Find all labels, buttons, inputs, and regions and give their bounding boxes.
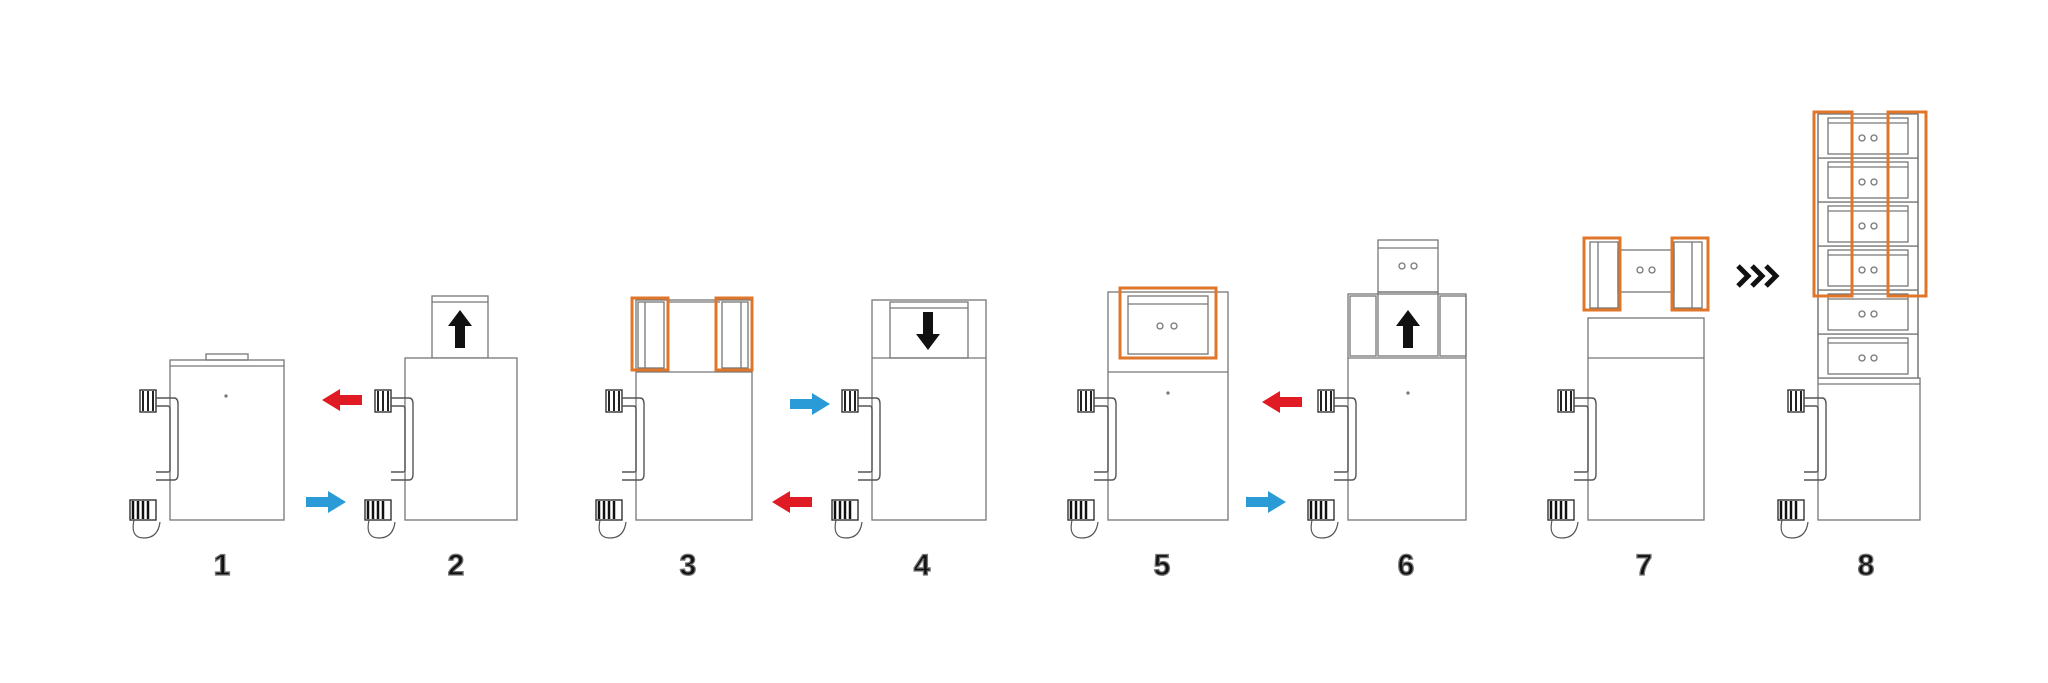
highlight-frame-left [630, 296, 670, 372]
step-5-cylinder [1066, 291, 1229, 540]
step-number-5: 5 [1154, 549, 1171, 582]
blue-right-arrow-icon [306, 491, 346, 513]
highlight-frame-right [714, 296, 754, 372]
step-6-cylinder [1306, 239, 1467, 540]
step-number-2: 2 [448, 549, 465, 582]
step-number-7: 7 [1636, 549, 1653, 582]
up-arrow-icon [1396, 310, 1420, 348]
step-1-cylinder [128, 353, 285, 540]
highlight-frame-right [1670, 236, 1710, 312]
step-number-4: 4 [914, 549, 931, 582]
red-left-arrow-icon [772, 491, 812, 513]
up-arrow-icon [448, 310, 472, 348]
highlight-frame-saddle [1118, 286, 1218, 360]
step-number-3: 3 [680, 549, 697, 582]
step-number-6: 6 [1398, 549, 1415, 582]
step-number-8: 8 [1858, 549, 1875, 582]
triple-chevron-right-icon [1736, 264, 1780, 288]
highlight-frame-left [1812, 110, 1854, 298]
step-7-cylinder [1546, 241, 1705, 540]
red-left-arrow-icon [322, 389, 362, 411]
step-3-cylinder [594, 299, 753, 540]
highlight-frame-left [1582, 236, 1622, 312]
step-8-cylinder [1776, 113, 1921, 540]
step-2-cylinder [363, 295, 518, 540]
step-number-1: 1 [214, 549, 231, 582]
down-arrow-icon [916, 312, 940, 350]
blue-right-arrow-icon [790, 393, 830, 415]
red-left-arrow-icon [1262, 391, 1302, 413]
blue-right-arrow-icon [1246, 491, 1286, 513]
highlight-frame-right [1886, 110, 1928, 298]
step-4-cylinder [830, 299, 987, 540]
